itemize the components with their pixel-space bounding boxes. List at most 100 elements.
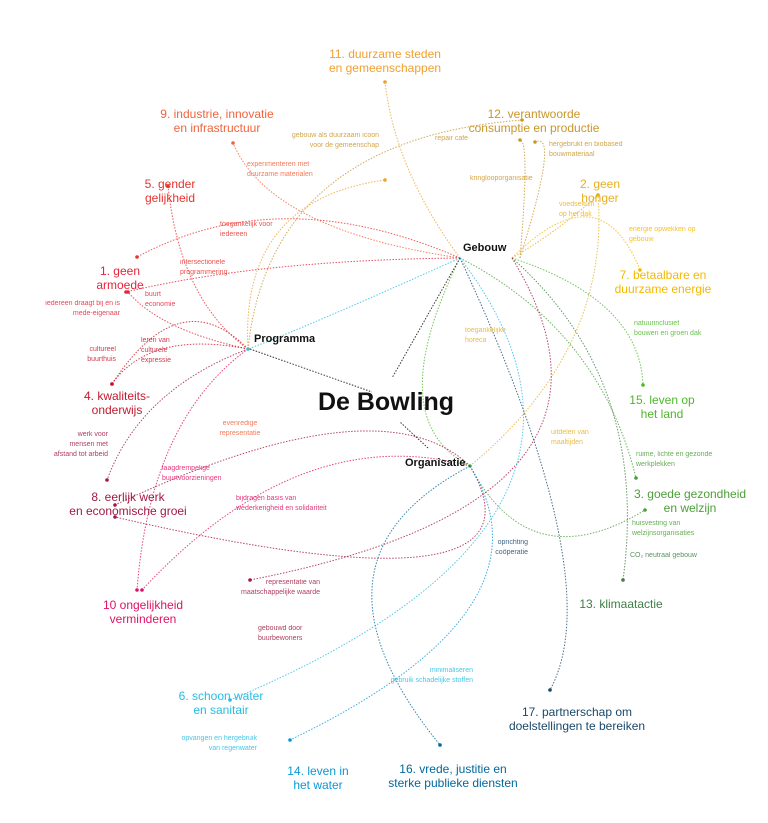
link-label-line: welzijnsorganisaties [632,530,695,537]
arrow-head [621,578,625,582]
goal-label-line: 13. klimaatactie [579,597,663,611]
link-label-line: voedseltuin [559,201,595,208]
connection-curve [247,179,386,350]
hub-connector [391,257,461,379]
link-label-line: representatie van [265,579,320,586]
connection-curve [469,465,646,538]
link-label-line: bijdragen basis van [236,495,297,502]
goal-label-line: 14. leven in [287,764,349,778]
goal-label-line: en infrastructuur [173,121,261,135]
link-label-line: voor de gemeenschap [309,142,379,149]
link-label-line: expressie [141,357,171,364]
link-label-line: intersectionele [180,259,226,266]
connection-curve [111,343,249,385]
link-label-line: iedereen [220,231,248,238]
link-label-line: toegankelijke [465,327,506,334]
link-label-line: gebouw als duurzaam icoon [291,132,379,139]
goal-label-line: 8. eerlijk werk [91,490,165,504]
link-label-line: toegankelijk voor [220,221,273,228]
connection-curve [247,257,461,350]
arrow-head [641,383,645,387]
link-label-line: experimenteren met [247,161,310,168]
connection-curve [421,257,471,467]
link-label: werk voor mensen met afstand tot arbeid [54,430,108,460]
diagram-title: De Bowling [317,388,455,416]
connection-curve [459,257,637,479]
link-label-line: huisvesting van [632,520,681,527]
link-label-line: CO₂ neutraal gebouw [630,552,697,559]
link-label-line: economie [145,301,176,308]
link-label-line: bouwmateriaal [549,151,595,158]
goal-label-line: 7. betaalbare en [619,268,707,282]
connection-curve [127,291,249,350]
connection-curve [247,119,523,350]
arrow-head [383,80,387,84]
hub-gebouw: Gebouw [463,242,507,254]
link-label-line: energie opwekken op [629,226,696,233]
hub-programma: Programma [254,333,316,345]
link-label-line: werk voor [77,431,108,438]
connection-curve [384,81,461,259]
arrow-head [643,508,647,512]
link-label-line: laagdrempelige [162,465,210,472]
link-label-line: gebouw [629,236,654,243]
link-label-line: horeca [465,337,487,344]
connection-curve [519,139,526,259]
link-label-line: representatie [219,430,261,437]
connection-curve [136,218,461,259]
arrow-head [438,743,442,747]
link-label-line: leren van [141,337,170,344]
goal-label-line: 15. leven op [629,393,695,407]
connection-curve [511,257,628,581]
connection-curve [371,465,471,746]
link-label-line: ruime, lichte en gezonde [636,451,713,458]
link-label-line: cultureel [89,346,116,353]
link-label-line: culturele [141,347,168,354]
link-label: huisvesting van welzijnsorganisaties [632,519,694,539]
goal-label-line: verminderen [109,612,177,626]
goal-label-line: 2. geen [579,177,621,191]
goal-label-line: doelstellingen te bereiken [508,719,646,733]
link-label-line: werkplekken [636,461,675,468]
link-label-line: afstand tot arbeid [53,451,108,458]
connection-curve [511,194,599,259]
link-label: hergebrukt en biobased bouwmateriaal [549,140,623,160]
arrow-head [113,515,117,519]
hub-organisatie: Organisatie [405,457,466,469]
arrow-head [548,688,552,692]
link-label: buurt economie [145,290,175,310]
link-label-line: van regenwater [208,745,257,752]
connection-curve [511,216,641,271]
link-label-line: hergebrukt en biobased [549,141,623,148]
goal-label-line: 11. duurzame steden [329,47,441,61]
link-label-line: buurt [145,291,161,298]
connection-curve [136,348,249,591]
arrow-head [638,268,642,272]
link-label-line: opvangen en hergebruik [181,735,257,742]
connection-curve [106,348,249,481]
link-label-line: mensen met [69,441,108,448]
connection-curve [114,465,486,559]
link-label: gebouw als duurzaam icoon voor de gemeens… [292,131,379,151]
link-label: CO₂ neutraal gebouw [630,551,697,561]
link-label-line: mede-eigenaar [72,310,120,317]
link-label: energie opwekken op gebouw [629,225,696,245]
link-label: kringlooporganisatie [470,174,533,184]
